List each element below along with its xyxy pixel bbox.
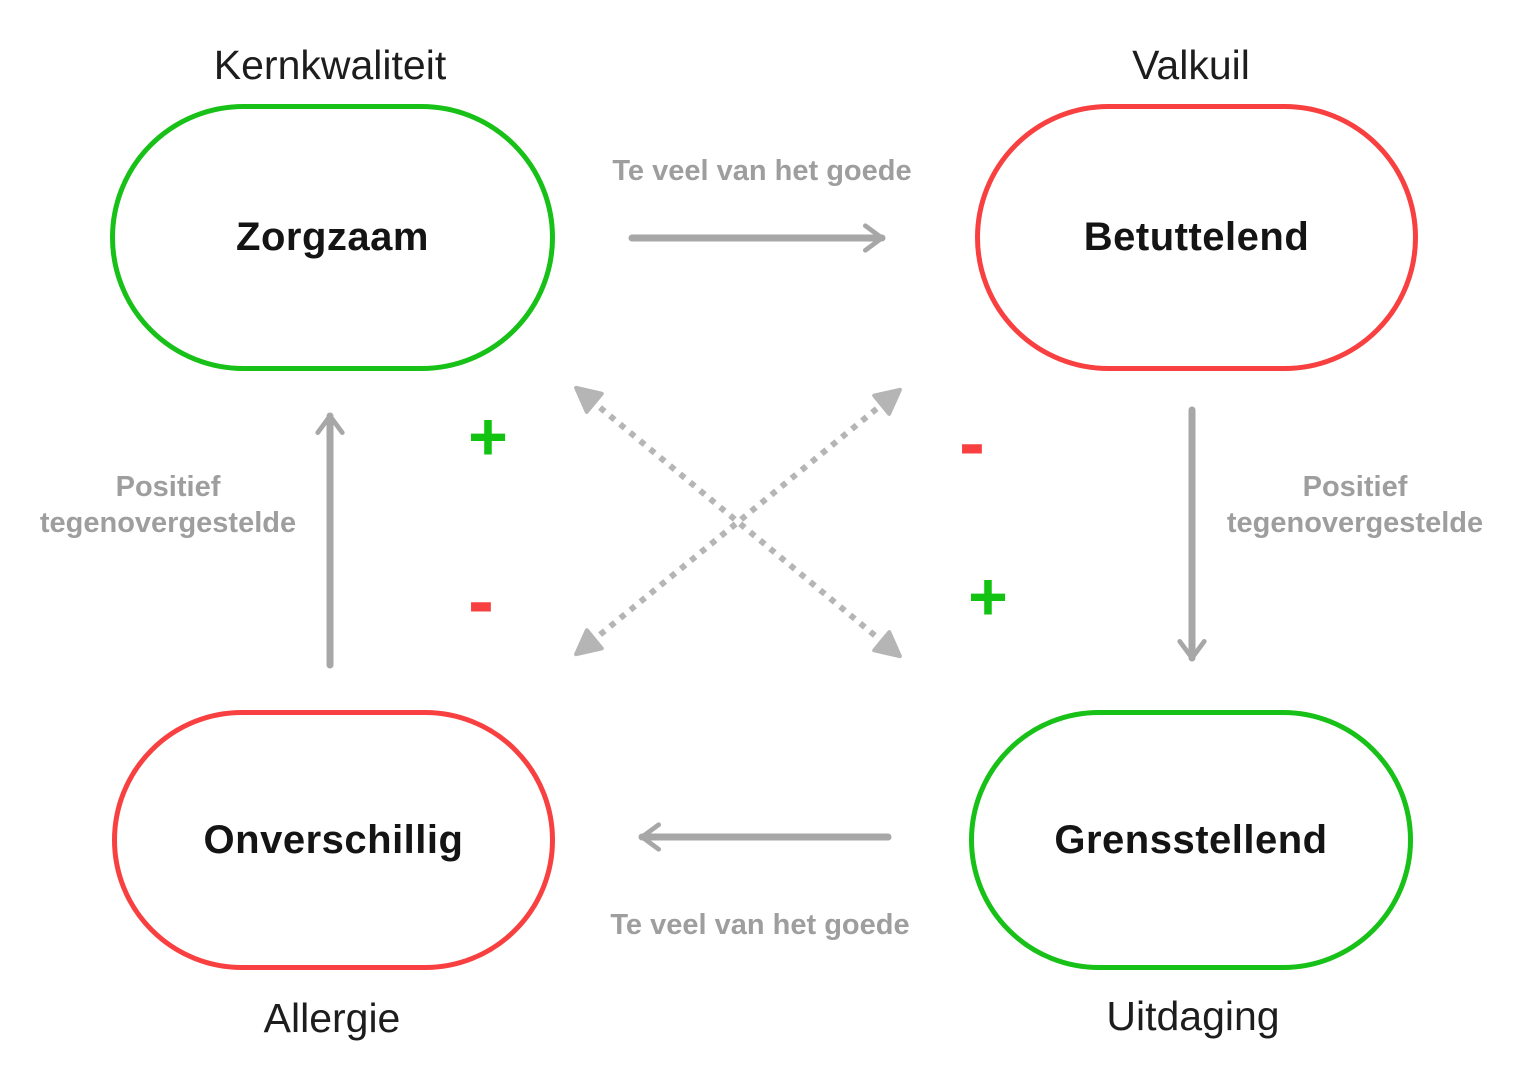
- sign-plus-lower-right: +: [968, 559, 1008, 635]
- sign-plus-upper-left: +: [468, 399, 508, 475]
- arrow-diagonal-bl-tr: [574, 387, 902, 657]
- quadrant-valkuil: Betuttelend: [975, 104, 1418, 371]
- arrow-diagonal-tl-br: [574, 385, 902, 659]
- quadrant-allergie: Onverschillig: [112, 710, 555, 970]
- sign-minus-lower-left: -: [468, 556, 494, 644]
- title-allergie: Allergie: [263, 995, 401, 1041]
- title-kernkwaliteit: Kernkwaliteit: [213, 42, 447, 88]
- label-te-veel-top: Te veel van het goede: [612, 155, 912, 187]
- quadrant-kernkwaliteit-label: Zorgzaam: [236, 215, 429, 259]
- label-positief-left: Positief tegenovergestelde: [39, 471, 297, 539]
- sign-minus-upper-right: -: [959, 398, 985, 486]
- quadrant-uitdaging-label: Grensstellend: [1054, 817, 1328, 862]
- quadrant-uitdaging: Grensstellend: [969, 710, 1413, 970]
- quadrant-valkuil-label: Betuttelend: [1083, 215, 1310, 259]
- quadrant-kernkwaliteit: Zorgzaam: [110, 104, 555, 371]
- title-uitdaging: Uitdaging: [1106, 993, 1280, 1039]
- label-positief-right: Positief tegenovergestelde: [1226, 471, 1484, 539]
- title-valkuil: Valkuil: [1132, 42, 1250, 88]
- label-te-veel-bottom: Te veel van het goede: [610, 909, 910, 941]
- quadrant-allergie-label: Onverschillig: [203, 817, 464, 862]
